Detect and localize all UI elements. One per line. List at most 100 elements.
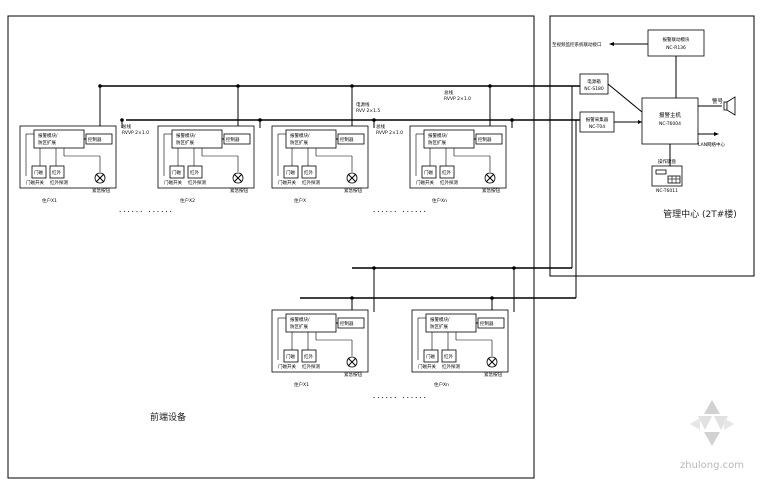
door-sensor-label: 门磁开关 xyxy=(418,363,436,370)
door-sensor-text: 门磁 xyxy=(286,353,295,360)
svg-text:RVV 2×1.5: RVV 2×1.5 xyxy=(356,108,380,114)
decoder-module: 报警联动模块 NC-R136 xyxy=(647,29,705,57)
alarm-module-label: 报警模块/ xyxy=(176,132,196,139)
ir-detector-label: 红外探测 xyxy=(302,179,320,186)
door-sensor-icon xyxy=(283,349,299,363)
row1-ellipsis-b: ...... ...... xyxy=(372,206,427,214)
alarm-collector: 报警采集器 NC-T04 xyxy=(579,111,615,133)
door-sensor-label: 门磁开关 xyxy=(278,179,296,186)
ir-detector-text: 红外 xyxy=(52,169,61,176)
door-sensor-label: 门磁开关 xyxy=(164,179,182,186)
svg-text:总线: 总线 xyxy=(122,123,131,130)
management-center-label: 管理中心 (2T#楼) xyxy=(663,208,737,220)
svg-text:电源箱: 电源箱 xyxy=(587,78,601,85)
siren-label: 警号 xyxy=(712,97,724,105)
door-sensor-text: 门磁 xyxy=(172,169,181,176)
svg-text:报警采集器: 报警采集器 xyxy=(586,116,609,123)
alarm-module-label: 报警模块/ xyxy=(290,132,310,139)
front-end-label: 前端设备 xyxy=(150,411,186,423)
ir-detector-label: 红外探测 xyxy=(302,363,320,370)
ir-detector-icon xyxy=(301,165,317,179)
svg-text:RVVP 2×1.0: RVVP 2×1.0 xyxy=(376,130,403,136)
alarm-module-label: 防区扩展 xyxy=(430,323,448,330)
ir-detector-text: 红外 xyxy=(444,353,453,360)
panic-button-label: 紧急按钮 xyxy=(344,187,362,194)
alarm-module-label: 防区扩展 xyxy=(176,139,194,146)
unit-label: 住户Xn xyxy=(434,381,449,388)
controller-label: 控制器 xyxy=(88,136,102,143)
controller-label: 控制器 xyxy=(340,320,354,327)
door-sensor-text: 门磁 xyxy=(286,169,295,176)
alarm-module-label: 防区扩展 xyxy=(38,139,56,146)
ir-detector-text: 红外 xyxy=(304,353,313,360)
ir-detector-text: 红外 xyxy=(190,169,199,176)
keypad-icon xyxy=(651,144,683,187)
decoder-model: NC-R136 xyxy=(666,45,686,51)
decoder-name: 报警联动模块 xyxy=(663,36,690,43)
video-linkage-label: 至视频监控系统联动接口 xyxy=(552,41,602,48)
alarm-module-label: 报警模块/ xyxy=(430,316,450,323)
svg-text:总线: 总线 xyxy=(376,123,385,130)
ir-detector-label: 红外探测 xyxy=(50,179,68,186)
siren-icon xyxy=(698,96,736,116)
ir-detector-label: 红外探测 xyxy=(440,179,458,186)
ir-detector-icon xyxy=(187,165,203,179)
panic-button-label: 紧急按钮 xyxy=(230,187,248,194)
door-sensor-text: 门磁 xyxy=(426,353,435,360)
panic-button-label: 紧急按钮 xyxy=(482,187,500,194)
ir-detector-icon xyxy=(301,349,317,363)
panic-button-label: 紧急按钮 xyxy=(92,187,110,194)
door-sensor-icon xyxy=(169,165,185,179)
controller-label: 控制器 xyxy=(226,136,240,143)
door-sensor-icon xyxy=(31,165,47,179)
panic-button-label: 紧急按钮 xyxy=(484,371,502,378)
unit-label: 住户X1 xyxy=(294,381,309,388)
unit-label: 住户X1 xyxy=(42,197,57,204)
door-sensor-text: 门磁 xyxy=(34,169,43,176)
svg-text:RVVP 2×1.0: RVVP 2×1.0 xyxy=(122,130,149,136)
door-sensor-icon xyxy=(283,165,299,179)
svg-text:NC-T6004: NC-T6004 xyxy=(659,121,681,127)
svg-text:NC-S180: NC-S180 xyxy=(584,86,604,92)
unit-label: 住户X2 xyxy=(180,197,195,204)
watermark-logo xyxy=(690,400,734,446)
alarm-module-label: 防区扩展 xyxy=(290,139,308,146)
svg-text:NC-T6011: NC-T6011 xyxy=(656,188,678,194)
row1-ellipsis-a: ...... ...... xyxy=(118,206,173,214)
ir-detector-label: 红外探测 xyxy=(442,363,460,370)
alarm-module-label: 报警模块/ xyxy=(38,132,58,139)
svg-text:总线: 总线 xyxy=(444,89,453,96)
door-sensor-label: 门磁开关 xyxy=(278,363,296,370)
svg-text:操作键盘: 操作键盘 xyxy=(658,158,676,165)
ir-detector-text: 红外 xyxy=(304,169,313,176)
controller-label: 控制器 xyxy=(478,136,492,143)
door-sensor-icon xyxy=(423,349,439,363)
svg-text:RVVP 2×1.0: RVVP 2×1.0 xyxy=(444,96,471,102)
management-center-frame xyxy=(549,15,755,277)
door-sensor-text: 门磁 xyxy=(424,169,433,176)
panic-button-label: 紧急按钮 xyxy=(344,371,362,378)
alarm-module-label: 防区扩展 xyxy=(428,139,446,146)
row2-ellipsis: ...... ...... xyxy=(372,392,427,400)
bus-trunk xyxy=(100,85,580,299)
controller-label: 控制器 xyxy=(480,320,494,327)
ir-detector-label: 红外探测 xyxy=(188,179,206,186)
alarm-main-unit: 报警主机 NC-T6004 xyxy=(641,97,699,145)
svg-text:电源线: 电源线 xyxy=(356,101,370,108)
alarm-module-label: 防区扩展 xyxy=(290,323,308,330)
unit-label: 住户Xn xyxy=(432,197,447,204)
lan-label: LAN网络中心 xyxy=(698,141,726,148)
front-end-frame xyxy=(7,15,535,479)
door-sensor-label: 门磁开关 xyxy=(416,179,434,186)
ir-detector-text: 红外 xyxy=(442,169,451,176)
household-units: 报警模块/防区扩展控制器门磁门磁开关红外红外探测紧急按钮住户X1报警模块/防区扩… xyxy=(19,84,516,388)
door-sensor-label: 门磁开关 xyxy=(26,179,44,186)
alarm-module-label: 报警模块/ xyxy=(290,316,310,323)
